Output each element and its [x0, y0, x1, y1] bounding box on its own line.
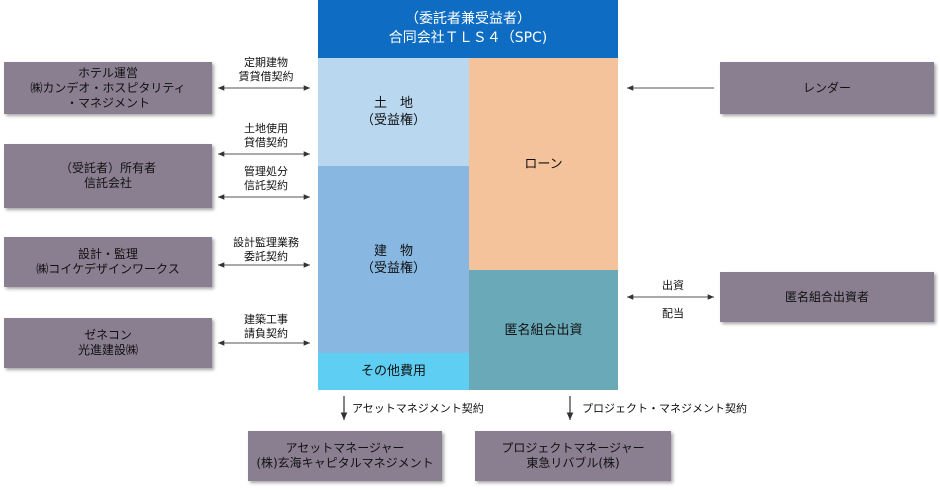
- spc-header: （委託者兼受益者） 合同会社ＴＬＳ４（SPC): [318, 0, 618, 58]
- building-sub-label: （受益権）: [360, 260, 426, 276]
- hotel-operator-line1: ホテル運営: [77, 65, 138, 80]
- asset-manager-box: アセットマネージャー (株)玄海キャピタルマネジメント: [248, 431, 442, 481]
- project-manager-line2: 東急リバブル(株): [526, 456, 620, 470]
- asset-manager-line1: アセットマネージャー: [285, 441, 405, 455]
- spc-role: （委託者兼受益者）: [405, 11, 531, 27]
- land-lease-contract-label: 土地使用 貸借契約: [244, 122, 288, 149]
- lease-contract-label: 定期建物 賃貸借契約: [238, 56, 294, 83]
- general-contractor-line2: 光進建設㈱: [77, 343, 138, 357]
- land-cell: 土 地 （受益権）: [318, 58, 469, 166]
- other-costs-cell: その他費用: [318, 353, 469, 390]
- other-costs-label: その他費用: [360, 364, 426, 379]
- project-manager-line1: プロジェクトマネージャー: [501, 441, 645, 455]
- equity-label: 匿名組合出資: [504, 322, 583, 338]
- building-cell: 建 物 （受益権）: [318, 166, 469, 353]
- lender-label: レンダー: [802, 80, 851, 95]
- general-contractor-box: ゼネコン 光進建設㈱: [4, 318, 212, 368]
- hotel-operator-box: ホテル運営 ㈱カンデオ・ホスピタリティ ・マネジメント: [4, 62, 212, 114]
- dividend-label: 配当: [662, 307, 684, 320]
- asset-management-contract-label: アセットマネジメント契約: [352, 402, 484, 415]
- construction-contract-label: 建築工事 請負契約: [244, 313, 288, 340]
- hotel-operator-line3: ・マネジメント: [65, 95, 150, 110]
- project-manager-box: プロジェクトマネージャー 東急リバブル(株): [475, 431, 671, 481]
- spc-name: 合同会社ＴＬＳ４（SPC): [388, 30, 548, 46]
- land-sub-label: （受益権）: [360, 113, 426, 128]
- trust-contract-label: 管理処分 信託契約: [244, 165, 288, 192]
- trustee-box: （受託者）所有者 信託会社: [4, 144, 212, 208]
- lender-box: レンダー: [720, 62, 934, 114]
- trustee-line2: 信託会社: [83, 176, 132, 190]
- project-management-contract-label: プロジェクト・マネジメント契約: [582, 402, 747, 415]
- loan-label: ローン: [524, 156, 563, 172]
- design-contract-label: 設計監理業務 委託契約: [233, 236, 299, 263]
- land-label: 土 地: [373, 96, 413, 111]
- general-contractor-line1: ゼネコン: [84, 328, 132, 342]
- investor-label: 匿名組合出資者: [784, 289, 869, 304]
- loan-cell: ローン: [469, 58, 618, 270]
- asset-manager-line2: (株)玄海キャピタルマネジメント: [256, 456, 434, 470]
- investor-box: 匿名組合出資者: [720, 272, 934, 322]
- equity-cell: 匿名組合出資: [469, 270, 618, 390]
- designer-line2: ㈱コイケデザインワークス: [36, 262, 180, 276]
- trustee-line1: （受託者）所有者: [59, 161, 156, 175]
- hotel-operator-line2: ㈱カンデオ・ホスピタリティ: [30, 80, 186, 95]
- investment-label: 出資: [662, 279, 684, 292]
- designer-line1: 設計・監理: [77, 247, 138, 261]
- designer-box: 設計・監理 ㈱コイケデザインワークス: [4, 237, 212, 287]
- building-label: 建 物: [373, 243, 413, 259]
